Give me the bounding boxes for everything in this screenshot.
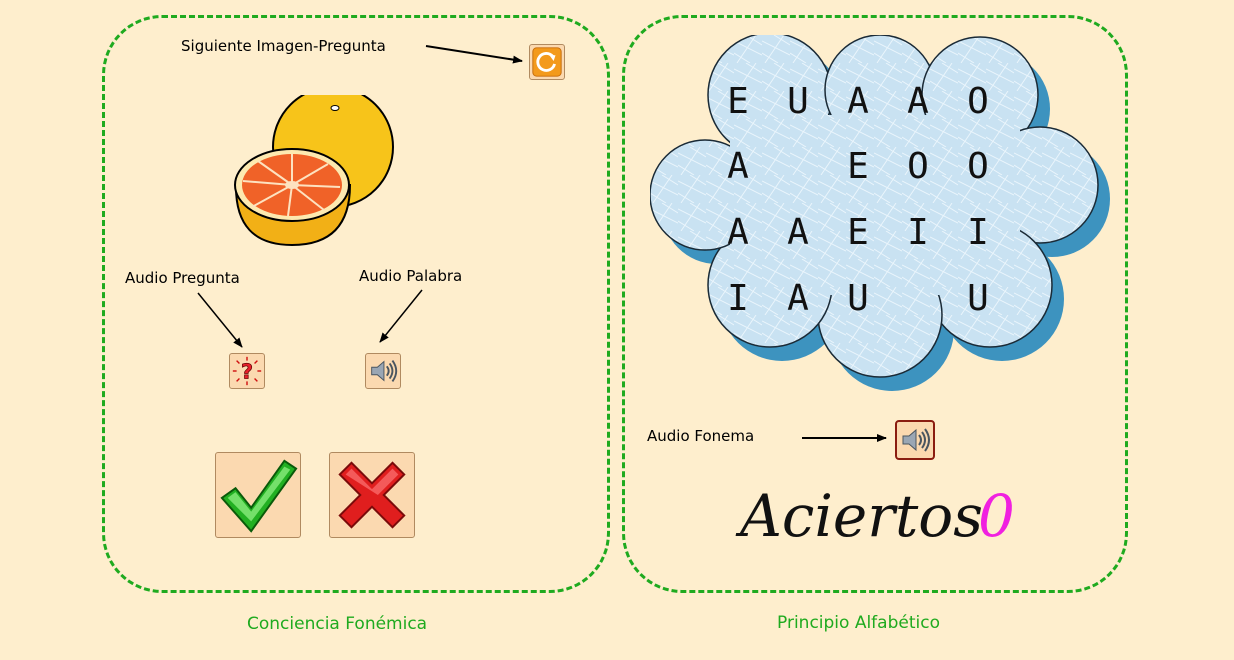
conciencia-fonemica-panel <box>102 15 610 593</box>
letter-tile[interactable]: A <box>727 212 749 253</box>
principio-alfabetico-caption: Principio Alfabético <box>777 613 940 633</box>
svg-text:?: ? <box>241 360 253 384</box>
grapefruit-icon <box>234 95 394 247</box>
speaker-icon <box>902 428 930 452</box>
audio-word-button[interactable] <box>365 353 401 389</box>
next-image-button[interactable] <box>529 44 565 80</box>
letter-tile[interactable]: E <box>847 146 869 187</box>
letter-tile[interactable]: E <box>847 212 869 253</box>
letter-tile[interactable]: U <box>967 278 989 319</box>
letter-tile[interactable]: E <box>727 81 749 122</box>
letter-tile[interactable]: O <box>967 146 989 187</box>
letter-tile[interactable]: A <box>847 81 869 122</box>
wrong-answer-button[interactable] <box>329 452 415 538</box>
correct-answer-button[interactable] <box>215 452 301 538</box>
letter-tile[interactable]: O <box>907 146 929 187</box>
letter-tile[interactable]: O <box>967 81 989 122</box>
principio-alfabetico-panel <box>622 15 1128 593</box>
letter-tile[interactable]: I <box>727 278 749 319</box>
letter-tile[interactable]: A <box>787 212 809 253</box>
cross-icon <box>338 461 406 529</box>
question-mark-icon: ? <box>232 356 262 386</box>
refresh-icon <box>532 47 562 77</box>
audio-question-label: Audio Pregunta <box>125 269 240 287</box>
letter-tile[interactable]: I <box>967 212 989 253</box>
conciencia-fonemica-caption: Conciencia Fonémica <box>247 614 428 634</box>
checkmark-icon <box>220 459 298 533</box>
letter-tile[interactable]: A <box>727 146 749 187</box>
cloud-shape <box>650 35 1110 391</box>
letter-tile[interactable]: I <box>907 212 929 253</box>
audio-word-label: Audio Palabra <box>359 267 463 285</box>
audio-phoneme-label: Audio Fonema <box>647 427 755 445</box>
next-image-label: Siguiente Imagen-Pregunta <box>181 37 386 55</box>
letter-tile[interactable]: U <box>787 81 809 122</box>
score-value: 0 <box>978 482 1015 550</box>
letter-tile[interactable]: U <box>847 278 869 319</box>
score-label: Aciertos <box>740 482 983 550</box>
letter-tile[interactable]: A <box>787 278 809 319</box>
letter-tile[interactable]: A <box>907 81 929 122</box>
audio-phoneme-button[interactable] <box>895 420 935 460</box>
audio-question-button[interactable]: ? <box>229 353 265 389</box>
speaker-icon <box>371 360 398 382</box>
